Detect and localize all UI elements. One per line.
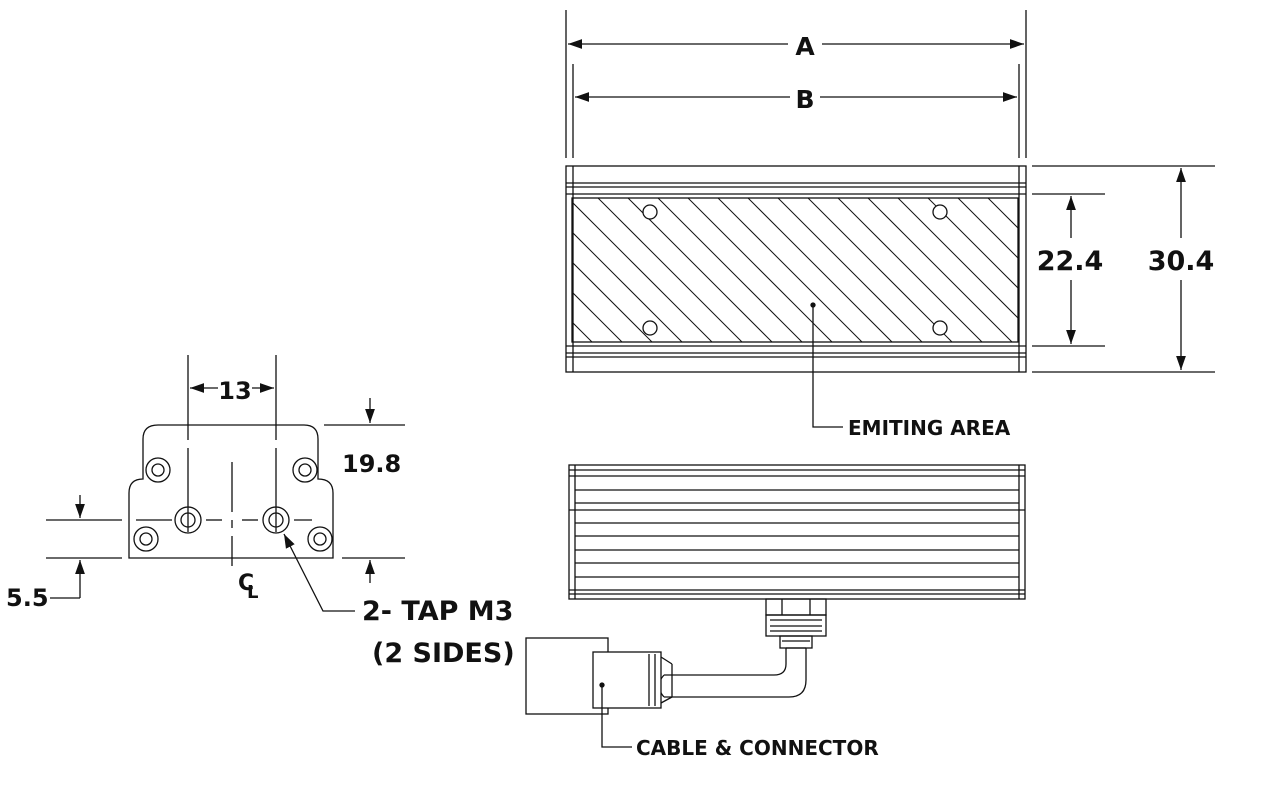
cable-gland-nut [765, 598, 827, 616]
dimension-height [1032, 165, 1215, 373]
centerline-symbol-l: L [247, 582, 258, 603]
emitting-window [571, 197, 1019, 343]
dimension-13-label: 13 [218, 377, 251, 405]
dimension-5-5-label: 5.5 [6, 584, 49, 612]
cable-connector-leader [599, 682, 632, 748]
dimension-5-5 [46, 495, 122, 599]
centerline-symbol-c: C [238, 571, 254, 596]
cable [664, 648, 787, 676]
end-view [128, 355, 334, 566]
bracket-outline [128, 424, 334, 559]
screw-hole-icon [642, 320, 658, 336]
screw-hole-icon [642, 204, 658, 220]
dimension-22-4-label: 22.4 [1037, 246, 1104, 277]
dimension-a-b [565, 10, 1027, 158]
dimension-a-label: A [795, 32, 815, 61]
dimension-b-label: B [795, 85, 814, 114]
tap-leader [283, 533, 355, 612]
top-view-outline [565, 165, 1027, 373]
dimension-19-8 [324, 398, 405, 583]
housing-outline [568, 464, 1026, 600]
side-view [525, 464, 1026, 715]
dimension-19-8-label: 19.8 [342, 450, 401, 478]
emitting-area-leader [810, 302, 843, 428]
connector-sleeve [592, 651, 662, 709]
top-view [565, 165, 1027, 373]
emitting-area-label: EMITING AREA [848, 416, 1011, 440]
screw-hole-icon [932, 320, 948, 336]
tap-label-line2: (2 SIDES) [372, 638, 515, 669]
dimension-30-4-label: 30.4 [1148, 246, 1215, 277]
cable-connector-label: CABLE & CONNECTOR [636, 736, 879, 760]
screw-hole-icon [932, 204, 948, 220]
tap-label-line1: 2- TAP M3 [362, 596, 513, 627]
